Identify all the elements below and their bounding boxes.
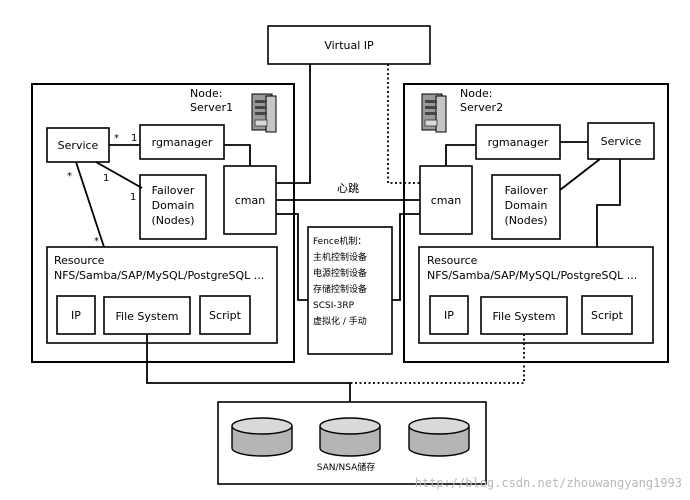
server1-filesystem-box — [103, 296, 191, 335]
server1-filesystem-label: File System — [116, 310, 179, 323]
fence-line-3: 电源控制设备 — [313, 267, 367, 279]
server2-cman-virtual-ip-dotted-line — [387, 64, 420, 184]
server1-rgmanager-cman-line — [224, 144, 251, 166]
server2-failover-box — [491, 174, 561, 240]
server1-resource-list: NFS/Samba/SAP/MySQL/PostgreSQL ... — [54, 269, 264, 282]
server2-failover-line3: (Nodes) — [504, 214, 547, 227]
server2-resource-list: NFS/Samba/SAP/MySQL/PostgreSQL ... — [427, 269, 637, 282]
fence-line-5: SCSI-3RP — [313, 301, 355, 311]
server1-ip-box — [56, 295, 96, 335]
server1-mult-service-fo-one-a: 1 — [103, 173, 109, 184]
server1-resource-title: Resource — [54, 254, 105, 267]
server1-node-label: Node: — [190, 87, 222, 100]
virtual-ip-box — [267, 25, 431, 65]
fence-line-6: 虚拟化 / 手动 — [313, 315, 367, 327]
server1-failover-line3: (Nodes) — [151, 214, 194, 227]
server1-mult-service-fo-star: * — [67, 171, 72, 182]
server2-service-box — [587, 122, 655, 160]
server2-ip-label: IP — [444, 309, 454, 322]
server1-rgmanager-label: rgmanager — [152, 136, 213, 149]
server1-mult-service-rg-one: 1 — [131, 133, 137, 144]
server1-failover-line2: Domain — [152, 199, 195, 212]
server2-script-label: Script — [591, 309, 624, 322]
server2-service-failover-line — [559, 158, 601, 191]
server1-failover-box — [139, 174, 207, 240]
server1-server-icon — [251, 93, 277, 133]
server2-service-resource-line — [596, 159, 621, 247]
server2-cman-label: cman — [431, 194, 462, 207]
fence-line-2: 主机控制设备 — [313, 251, 367, 263]
server2-script-box — [581, 295, 633, 335]
server2-resource-title: Resource — [427, 254, 478, 267]
watermark-text: http://blog.csdn.net/zhouwangyang1993 — [415, 476, 682, 490]
server2-cman-fence-line — [392, 213, 420, 301]
server1-script-label: Script — [209, 309, 242, 322]
server1-service-box — [46, 127, 110, 163]
server1-cman-box — [223, 165, 277, 235]
server2-server-icon — [421, 93, 447, 133]
server2-failover-line1: Failover — [505, 184, 548, 197]
server1-cman-virtual-ip-line — [276, 64, 311, 184]
server1-script-box — [199, 295, 251, 335]
server1-cman-label: cman — [235, 194, 266, 207]
fence-line-1: Fence机制： — [313, 235, 366, 247]
server1-cman-fence-line — [276, 213, 308, 301]
server1-mult-service-res-star: * — [94, 236, 99, 247]
server2-node-label: Node: — [460, 87, 492, 100]
fence-box — [307, 226, 393, 355]
server1-name: Server1 — [190, 101, 233, 114]
server1-mult-service-fo-one-b: 1 — [130, 192, 136, 203]
fence-line-4: 存储控制设备 — [313, 283, 367, 295]
server2-rgmanager-cman-line — [445, 144, 476, 166]
server2-filesystem-label: File System — [493, 310, 556, 323]
server2-name: Server2 — [460, 101, 503, 114]
disk-1-icon — [231, 417, 293, 457]
server1-mult-service-rg-star: * — [114, 133, 119, 144]
server1-filesystem-storage-line — [146, 334, 351, 402]
disk-3-icon — [408, 417, 470, 457]
server1-failover-line1: Failover — [152, 184, 195, 197]
disk-2-icon — [319, 417, 381, 457]
virtual-ip-label: Virtual IP — [324, 39, 374, 52]
heartbeat-label: 心跳 — [337, 181, 359, 195]
server2-ip-box — [429, 295, 469, 335]
server1-service-label: Service — [58, 139, 99, 152]
server1-service-resource-line — [75, 161, 105, 248]
storage-label: SAN/NSA储存 — [317, 461, 376, 473]
server2-service-label: Service — [601, 135, 642, 148]
server1-service-failover-line — [95, 161, 143, 189]
server2-rgmanager-label: rgmanager — [488, 136, 549, 149]
server2-filesystem-box — [480, 296, 568, 335]
server1-ip-label: IP — [71, 309, 81, 322]
server2-failover-line2: Domain — [505, 199, 548, 212]
server1-rgmanager-box — [139, 124, 225, 160]
